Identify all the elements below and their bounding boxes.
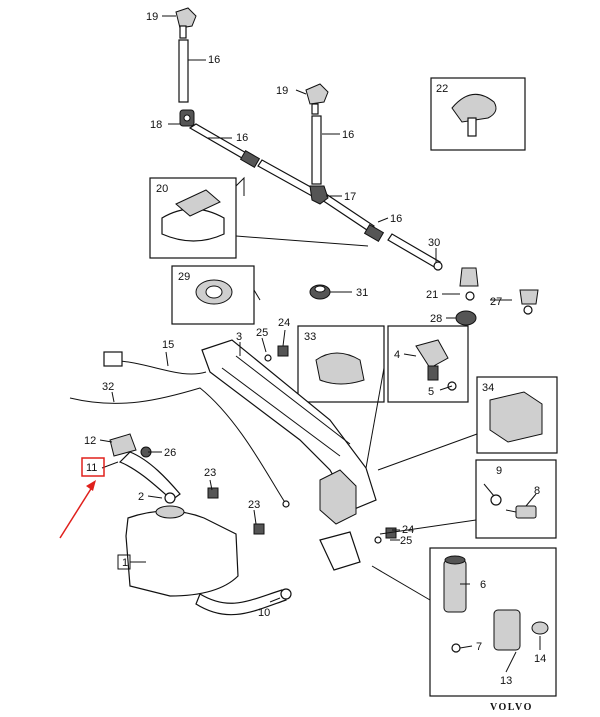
label-16-middle: 16 bbox=[342, 129, 354, 141]
nozzle-19-top bbox=[175, 7, 197, 39]
label-8: 8 bbox=[534, 485, 540, 497]
label-2: 2 bbox=[138, 491, 144, 503]
label-24-lower: 24 bbox=[402, 524, 414, 536]
label-19-top: 19 bbox=[146, 11, 158, 23]
box-part-8-9 bbox=[475, 459, 557, 539]
label-19-middle: 19 bbox=[276, 85, 288, 97]
bolts-23-24-25 bbox=[164, 345, 397, 544]
label-18: 18 bbox=[150, 119, 162, 131]
label-3: 3 bbox=[236, 331, 242, 343]
label-9: 9 bbox=[496, 465, 502, 477]
grommet-28 bbox=[455, 310, 477, 326]
label-6: 6 bbox=[480, 579, 486, 591]
label-16-top: 16 bbox=[208, 54, 220, 66]
label-11: 11 bbox=[86, 462, 97, 474]
label-10: 10 bbox=[258, 607, 270, 619]
hose-16-vertical-left bbox=[178, 39, 189, 103]
label-4: 4 bbox=[394, 349, 400, 361]
label-21: 21 bbox=[426, 289, 438, 301]
hose-16-vertical-middle bbox=[311, 115, 322, 185]
label-23-lower: 23 bbox=[248, 499, 260, 511]
label-11-highlight-box bbox=[81, 457, 105, 477]
label-12: 12 bbox=[84, 435, 96, 447]
pointer-arrow-shaft bbox=[59, 483, 95, 539]
volvo-logo-text: VOLVO bbox=[490, 702, 533, 713]
box-part-6-7-13-14 bbox=[429, 547, 557, 697]
label-28: 28 bbox=[430, 313, 442, 325]
label-34: 34 bbox=[482, 382, 494, 394]
label-32: 32 bbox=[102, 381, 114, 393]
hose-16-diagonal-main bbox=[188, 123, 443, 271]
tube-32 bbox=[69, 387, 290, 508]
box-part-33 bbox=[297, 325, 385, 403]
label-14: 14 bbox=[534, 653, 546, 665]
label-15: 15 bbox=[162, 339, 174, 351]
label-25-top: 25 bbox=[256, 327, 268, 339]
clip-21 bbox=[459, 267, 479, 301]
label-5-box: 5 bbox=[428, 386, 434, 398]
label-27: 27 bbox=[490, 296, 502, 308]
label-29: 29 bbox=[178, 271, 190, 283]
connector-17 bbox=[309, 185, 329, 205]
reservoir-tank-1 bbox=[125, 505, 292, 616]
box-part-4-5 bbox=[387, 325, 469, 403]
box-part-20 bbox=[149, 177, 237, 259]
pointer-arrow-head bbox=[86, 480, 96, 491]
tube-15 bbox=[103, 351, 207, 375]
label-25-lower: 25 bbox=[400, 535, 412, 547]
label-22: 22 bbox=[436, 83, 448, 95]
label-31: 31 bbox=[356, 287, 368, 299]
label-26: 26 bbox=[164, 447, 176, 459]
box-part-34 bbox=[476, 376, 558, 454]
label-13: 13 bbox=[500, 675, 512, 687]
filler-hose-11-12 bbox=[109, 433, 181, 501]
label-24-top: 24 bbox=[278, 317, 290, 329]
label-16-diagonal: 16 bbox=[236, 132, 248, 144]
grommet-31 bbox=[309, 284, 331, 300]
connector-18 bbox=[179, 109, 195, 127]
label-30: 30 bbox=[428, 237, 440, 249]
leader-lines bbox=[99, 15, 541, 673]
label-20: 20 bbox=[156, 183, 168, 195]
label-17: 17 bbox=[344, 191, 356, 203]
label-7: 7 bbox=[476, 641, 482, 653]
clip-27 bbox=[519, 289, 539, 315]
label-16-right: 16 bbox=[390, 213, 402, 225]
label-1: 1 bbox=[122, 557, 128, 569]
reservoir-neck-3 bbox=[201, 339, 377, 571]
nozzle-19-middle bbox=[305, 83, 329, 115]
box-part-29 bbox=[171, 265, 255, 325]
label-33: 33 bbox=[304, 331, 316, 343]
label-1-box bbox=[117, 554, 131, 570]
label-23-upper: 23 bbox=[204, 467, 216, 479]
box-part-22 bbox=[430, 77, 526, 151]
